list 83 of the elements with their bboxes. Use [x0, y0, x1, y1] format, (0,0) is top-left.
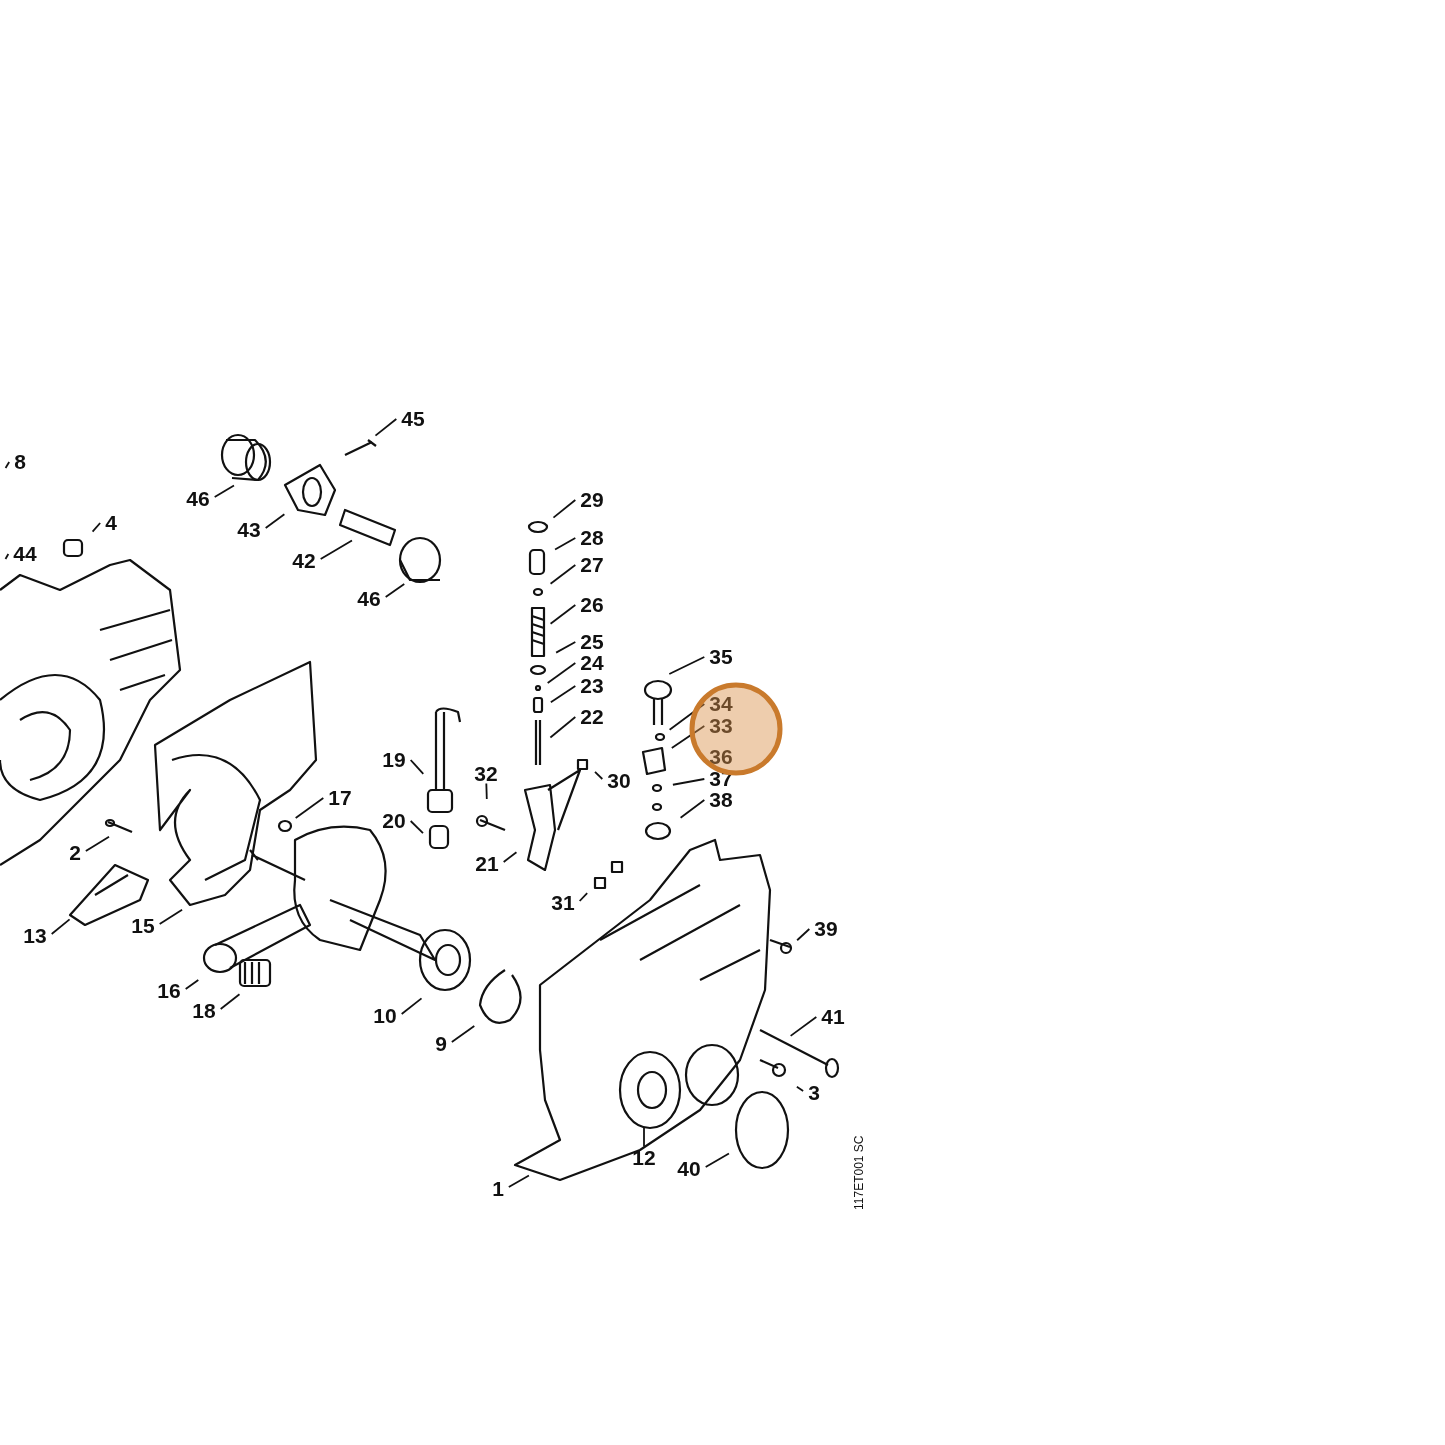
callout-number: 44: [13, 543, 37, 563]
callout-number: 22: [580, 706, 604, 726]
callout-number: 41: [821, 1006, 845, 1026]
callout-number: 9: [435, 1033, 447, 1053]
leader-line: [294, 797, 325, 819]
callout-number: 45: [401, 408, 425, 428]
callout-number: 27: [580, 554, 604, 574]
leader-line: [549, 564, 577, 585]
leader-line: [796, 928, 811, 942]
leader-line: [409, 759, 425, 775]
leader-line: [91, 522, 102, 533]
callout-number: 46: [186, 488, 210, 508]
leader-line: [158, 908, 183, 925]
leader-line: [795, 1085, 805, 1092]
leader-line: [384, 583, 406, 598]
callout-number: 2: [69, 842, 81, 862]
leader-line: [549, 685, 577, 704]
leader-line: [184, 979, 200, 990]
leader-line: [507, 1174, 530, 1188]
callout-number: 4: [105, 512, 117, 532]
leader-line: [668, 656, 706, 675]
leader-line: [400, 997, 423, 1015]
callout-number: 46: [357, 588, 381, 608]
leader-line: [84, 835, 110, 852]
leader-line: [264, 513, 286, 529]
callout-number: 21: [475, 853, 499, 873]
leader-line: [594, 771, 604, 780]
callout-number: 29: [580, 489, 604, 509]
leader-line: [554, 537, 577, 551]
leader-line: [672, 778, 706, 786]
callout-number: 35: [709, 646, 733, 666]
callout-number: 18: [192, 1000, 216, 1020]
leader-line: [670, 725, 706, 749]
callout-number: 1: [492, 1178, 504, 1198]
callout-number: 32: [474, 763, 498, 783]
leader-line: [555, 641, 577, 654]
callout-number: 26: [580, 594, 604, 614]
drawing-number: 117ET001 SC: [852, 1135, 866, 1210]
leader-line: [552, 499, 577, 519]
callout-number: 10: [373, 1005, 397, 1025]
leader-line: [450, 1025, 476, 1043]
leader-line: [668, 703, 706, 731]
leader-line: [578, 892, 589, 902]
callout-number: 16: [157, 980, 181, 1000]
callout-number: 12: [632, 1147, 656, 1167]
leader-line: [546, 662, 577, 684]
callout-number: 17: [328, 787, 352, 807]
callout-number: 25: [580, 631, 604, 651]
callout-number: 40: [677, 1158, 701, 1178]
leader-line: [219, 993, 241, 1010]
callout-number: 31: [551, 892, 575, 912]
callout-number: 33: [709, 715, 733, 735]
callout-number: 42: [292, 550, 316, 570]
leader-line: [679, 799, 706, 819]
leader-line: [643, 1126, 645, 1148]
callout-number: 30: [607, 770, 631, 790]
leader-line: [374, 418, 398, 437]
callout-number: 43: [237, 519, 261, 539]
leader-line: [50, 918, 71, 935]
callout-number: 15: [131, 915, 155, 935]
callout-number: 13: [23, 925, 47, 945]
callout-number: 24: [580, 652, 604, 672]
leader-line: [409, 820, 424, 834]
leader-line: [319, 539, 353, 560]
leader-line: [549, 716, 577, 739]
leader-line: [502, 851, 518, 863]
leader-line: [213, 484, 235, 498]
callout-number: 3: [808, 1082, 820, 1102]
leader-line: [704, 1152, 730, 1168]
leader-line: [4, 553, 10, 560]
callout-number: 39: [814, 918, 838, 938]
leader-line: [789, 1016, 818, 1037]
callout-number: 36: [709, 746, 733, 766]
leader-line: [4, 461, 11, 469]
callout-number: 34: [709, 693, 733, 713]
leader-line: [549, 604, 577, 625]
callout-number: 28: [580, 527, 604, 547]
callout-number: 8: [14, 451, 26, 471]
leader-line: [485, 782, 488, 800]
callout-number: 38: [709, 789, 733, 809]
callout-number: 19: [382, 749, 406, 769]
callout-number: 20: [382, 810, 406, 830]
callout-number: 23: [580, 675, 604, 695]
